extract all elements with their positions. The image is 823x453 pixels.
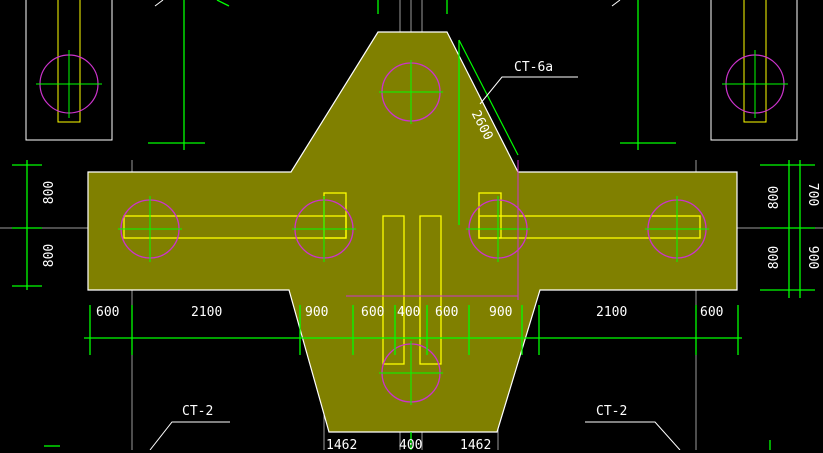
piles[interactable] bbox=[118, 60, 709, 405]
pile-circle bbox=[292, 196, 356, 262]
side-footing-right[interactable] bbox=[710, 0, 798, 141]
dim-text[interactable]: 800 bbox=[42, 243, 58, 268]
pile-circle bbox=[118, 196, 182, 262]
callout-ct6a[interactable]: CT-6a bbox=[514, 60, 554, 75]
dim-text[interactable]: 700 bbox=[805, 182, 821, 207]
dim-text[interactable]: 900 bbox=[489, 305, 513, 320]
callout-ct2-left[interactable]: CT-2 bbox=[182, 404, 214, 419]
pile-circle bbox=[379, 60, 443, 124]
dim-text[interactable]: 900 bbox=[305, 305, 329, 320]
dim-text[interactable]: 600 bbox=[361, 305, 385, 320]
top-marks bbox=[154, 0, 621, 7]
callout-leaders bbox=[149, 76, 681, 450]
dim-text[interactable]: 400 bbox=[399, 438, 423, 453]
pile-circle bbox=[645, 196, 709, 262]
dim-text[interactable]: 600 bbox=[700, 305, 724, 320]
dim-text[interactable]: 1462 bbox=[460, 438, 492, 453]
dim-text[interactable]: 2100 bbox=[596, 305, 628, 320]
dim-text[interactable]: 600 bbox=[435, 305, 459, 320]
dim-text[interactable]: 800 bbox=[767, 185, 783, 210]
callout-ct2-right[interactable]: CT-2 bbox=[596, 404, 628, 419]
dimension-lines bbox=[12, 0, 815, 450]
pile-circle bbox=[379, 341, 443, 405]
dim-text[interactable]: 1462 bbox=[326, 438, 358, 453]
dim-text[interactable]: 2100 bbox=[191, 305, 223, 320]
diagonal-dim-line bbox=[458, 39, 519, 156]
dim-text[interactable]: 600 bbox=[96, 305, 120, 320]
pile-circle bbox=[466, 196, 530, 262]
side-footing-left[interactable] bbox=[25, 0, 113, 141]
dim-text[interactable]: 800 bbox=[767, 245, 783, 270]
beams[interactable] bbox=[123, 192, 701, 365]
dim-text[interactable]: 900 bbox=[805, 245, 821, 270]
dim-text[interactable]: 400 bbox=[397, 305, 421, 320]
magenta-guides bbox=[346, 160, 519, 300]
dim-text[interactable]: 800 bbox=[42, 180, 58, 205]
